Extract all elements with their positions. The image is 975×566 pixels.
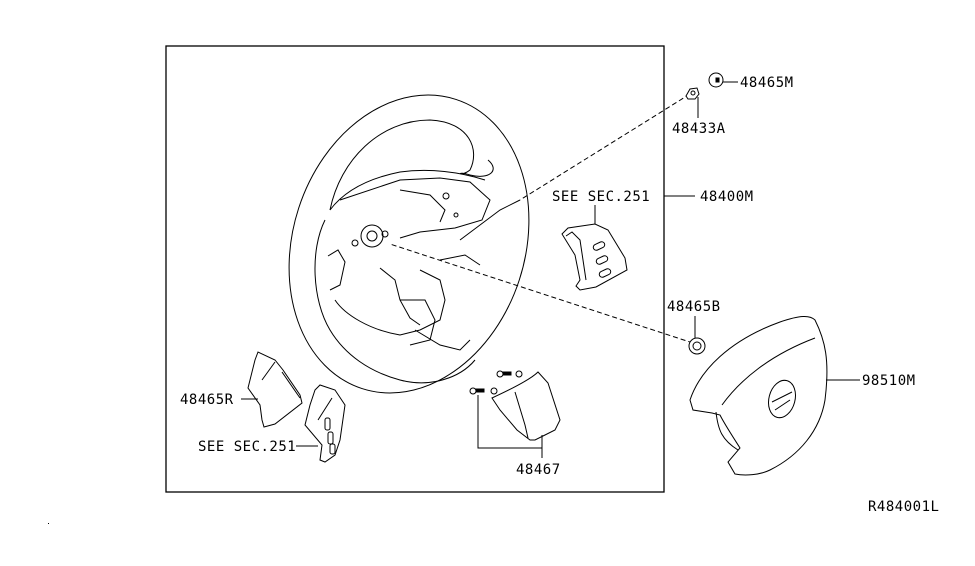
lower-cover-icon: [490, 370, 561, 441]
label-see-sec-251-right: SEE SEC.251: [552, 189, 650, 205]
screw-icon: [469, 387, 485, 395]
label-48467: 48467: [516, 462, 561, 478]
reference-code: R484001L: [868, 499, 939, 515]
finisher-right-icon: [247, 351, 303, 428]
switch-left-icon: [304, 384, 346, 463]
airbag-module-icon: [689, 316, 828, 476]
steering-wheel-icon: [288, 94, 530, 394]
bolt-icon: [685, 87, 700, 100]
label-48400M: 48400M: [700, 189, 754, 205]
dashed-leader-nut: [389, 243, 694, 344]
assembly-frame: [165, 45, 665, 493]
label-48465R: 48465R: [180, 392, 234, 408]
screw-icon: [496, 370, 512, 378]
switch-right-icon: [561, 223, 628, 291]
label-48465B: 48465B: [667, 299, 721, 315]
label-48465M: 48465M: [740, 75, 794, 91]
label-48433A: 48433A: [672, 121, 726, 137]
dashed-leader-bolt: [519, 93, 691, 201]
nut-icon: [688, 337, 706, 355]
leader-48467: [477, 395, 543, 458]
label-see-sec-251-left: SEE SEC.251: [198, 439, 296, 455]
cap-icon: [708, 72, 724, 88]
label-98510M: 98510M: [862, 373, 916, 389]
stray-dot: [48, 523, 49, 524]
